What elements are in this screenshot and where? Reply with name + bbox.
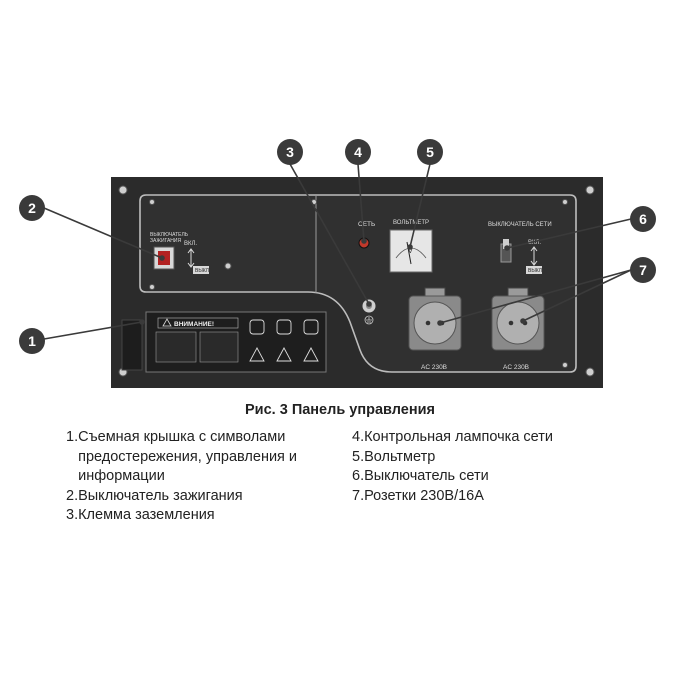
legend-item: 3. Клемма заземления	[66, 506, 336, 526]
ignition-off-label: ВЫКЛ	[195, 268, 209, 274]
socket-face	[497, 302, 539, 344]
callout-3: 3	[286, 144, 294, 160]
legend-text: Выключатель зажигания	[78, 487, 336, 507]
socket-right-label: AC 230В	[503, 364, 529, 371]
socket-left-label: AC 230В	[421, 364, 447, 371]
legend-item: 6. Выключатель сети	[352, 467, 652, 487]
socket-pin	[426, 321, 431, 326]
legend-item: 4. Контрольная лампочка сети	[352, 428, 652, 448]
legend-right: 4. Контрольная лампочка сети 5. Вольтмет…	[352, 428, 652, 506]
leader-5-dot	[408, 245, 412, 249]
legend-num: 5.	[352, 448, 364, 468]
legend-item: 1. Съемная крышка с символами предостере…	[66, 428, 336, 487]
legend-text: Розетки 230В/16А	[364, 487, 652, 507]
callout-2: 2	[28, 200, 36, 216]
callout-7: 7	[639, 262, 647, 278]
screw	[119, 186, 127, 194]
leader-3-dot	[367, 302, 371, 306]
legend-item: 7. Розетки 230В/16А	[352, 487, 652, 507]
socket-right[interactable]	[492, 288, 544, 350]
legend-text: Выключатель сети	[364, 467, 652, 487]
legend-num: 1.	[66, 428, 78, 487]
mains-switch-label: ВЫКЛЮЧАТЕЛЬ СЕТИ	[488, 222, 552, 228]
leader-6-dot	[505, 246, 509, 250]
legend-left: 1. Съемная крышка с символами предостере…	[66, 428, 336, 526]
screw	[150, 285, 155, 290]
screw	[586, 368, 594, 376]
legend-text: Вольтметр	[364, 448, 652, 468]
callout-5: 5	[426, 144, 434, 160]
screw	[586, 186, 594, 194]
screw	[225, 263, 231, 269]
figure-caption: Рис. 3 Панель управления	[0, 402, 680, 418]
screw	[563, 200, 568, 205]
legend-num: 6.	[352, 467, 364, 487]
leader-4-dot	[362, 239, 366, 243]
control-panel-diagram: ВЫКЛЮЧАТЕЛЬ ЗАЖИГАНИЯ ВКЛ. ВЫКЛ ВНИМАНИЕ…	[0, 0, 680, 400]
callout-6: 6	[639, 211, 647, 227]
leader-7a-dot	[438, 321, 442, 325]
screw	[150, 200, 155, 205]
legend-text: Клемма заземления	[78, 506, 336, 526]
legend-num: 3.	[66, 506, 78, 526]
ignition-on-label: ВКЛ.	[184, 241, 197, 247]
legend-text: Съемная крышка с символами предостережен…	[78, 428, 336, 487]
callout-4: 4	[354, 144, 362, 160]
mains-off-label: ВЫКЛ	[528, 268, 542, 274]
leader-7b-dot	[521, 319, 525, 323]
socket-pin	[509, 321, 514, 326]
ignition-label-line-2: ЗАЖИГАНИЯ	[150, 238, 181, 244]
legend-num: 4.	[352, 428, 364, 448]
network-label: СЕТЬ	[358, 221, 375, 228]
legend-item: 2. Выключатель зажигания	[66, 487, 336, 507]
legend-num: 2.	[66, 487, 78, 507]
warning-pictogram-1	[156, 332, 196, 362]
legend-item: 5. Вольтметр	[352, 448, 652, 468]
warning-title: ВНИМАНИЕ!	[174, 321, 214, 328]
socket-face	[414, 302, 456, 344]
callout-1: 1	[28, 333, 36, 349]
voltmeter-label: ВОЛЬТМЕТР	[393, 220, 429, 226]
warning-pictogram-2	[200, 332, 238, 362]
leader-2-dot	[160, 256, 164, 260]
leader-1-dot	[140, 320, 144, 324]
legend-text: Контрольная лампочка сети	[364, 428, 652, 448]
legend-num: 7.	[352, 487, 364, 507]
cover-gasket	[122, 320, 142, 370]
screw	[563, 363, 568, 368]
